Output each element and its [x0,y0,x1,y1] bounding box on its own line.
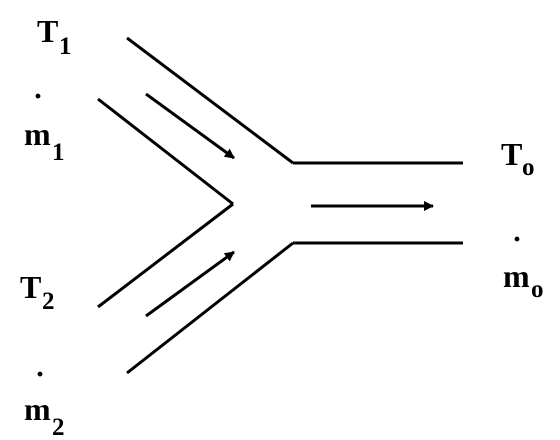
inlet-1-upper-wall [126,36,294,165]
svg-text:m: m [24,116,51,152]
label-t0: T o [501,136,535,181]
svg-text:2: 2 [52,414,65,440]
svg-text:m: m [503,258,530,294]
label-t1: T 1 [37,13,72,60]
dot-accent-icon: · [512,223,522,256]
label-m0: · m o [503,223,544,303]
svg-text:2: 2 [42,288,55,315]
svg-text:o: o [531,276,544,303]
label-m2: · m 2 [24,358,65,440]
dot-accent-icon: · [33,80,43,113]
svg-text:o: o [522,154,535,181]
label-m1: · m 1 [24,80,65,166]
svg-text:1: 1 [59,33,72,60]
pipe-walls [97,36,463,375]
dot-accent-icon: · [35,358,45,391]
inlet-1-flow-arrow [145,92,235,160]
svg-text:m: m [24,391,51,427]
flow-arrows [145,92,434,318]
svg-text:T: T [37,13,58,49]
inlet-1-lower-wall [97,97,234,206]
label-t2: T 2 [20,269,55,315]
inlet-2-lower-wall [126,241,294,375]
svg-text:1: 1 [52,139,65,166]
inlet-2-flow-arrow [145,250,235,318]
svg-text:T: T [20,269,41,305]
inlet-2-upper-wall [97,202,234,309]
svg-text:T: T [501,136,522,172]
